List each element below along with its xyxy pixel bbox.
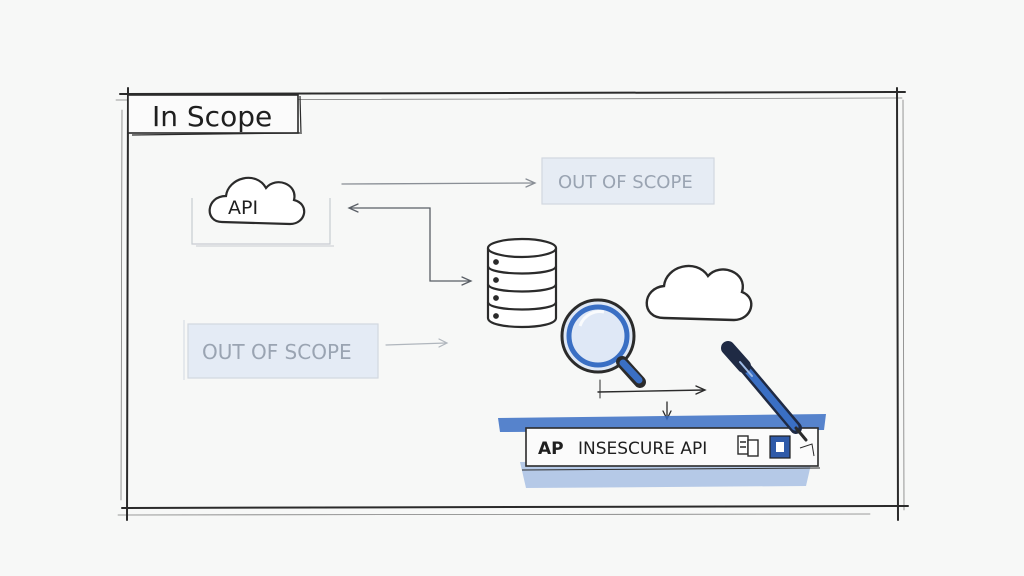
out-of-scope-left: OUT OF SCOPE bbox=[183, 320, 379, 380]
connector-arrows bbox=[341, 178, 707, 421]
frame-title: In Scope bbox=[152, 100, 272, 133]
frame-title-tab: In Scope bbox=[127, 94, 302, 136]
cloud-icon bbox=[645, 264, 753, 322]
out-of-scope-top-label: OUT OF SCOPE bbox=[558, 172, 693, 193]
pen-icon bbox=[721, 341, 808, 442]
out-of-scope-left-label: OUT OF SCOPE bbox=[202, 340, 352, 364]
insecure-bar-label: INSESCURE API bbox=[578, 439, 707, 459]
flag-icon bbox=[769, 435, 791, 459]
document-icon bbox=[737, 435, 759, 457]
api-cloud-label: API bbox=[228, 197, 258, 219]
database-icon bbox=[486, 237, 558, 329]
api-cloud-node: API bbox=[191, 176, 334, 247]
insecure-bar-prefix: AP bbox=[538, 439, 564, 459]
insecure-api-bar: AP INSESCURE API bbox=[498, 414, 826, 488]
out-of-scope-top: OUT OF SCOPE bbox=[541, 157, 715, 205]
magnifier-icon bbox=[560, 298, 646, 388]
cloud-icon bbox=[208, 176, 306, 226]
